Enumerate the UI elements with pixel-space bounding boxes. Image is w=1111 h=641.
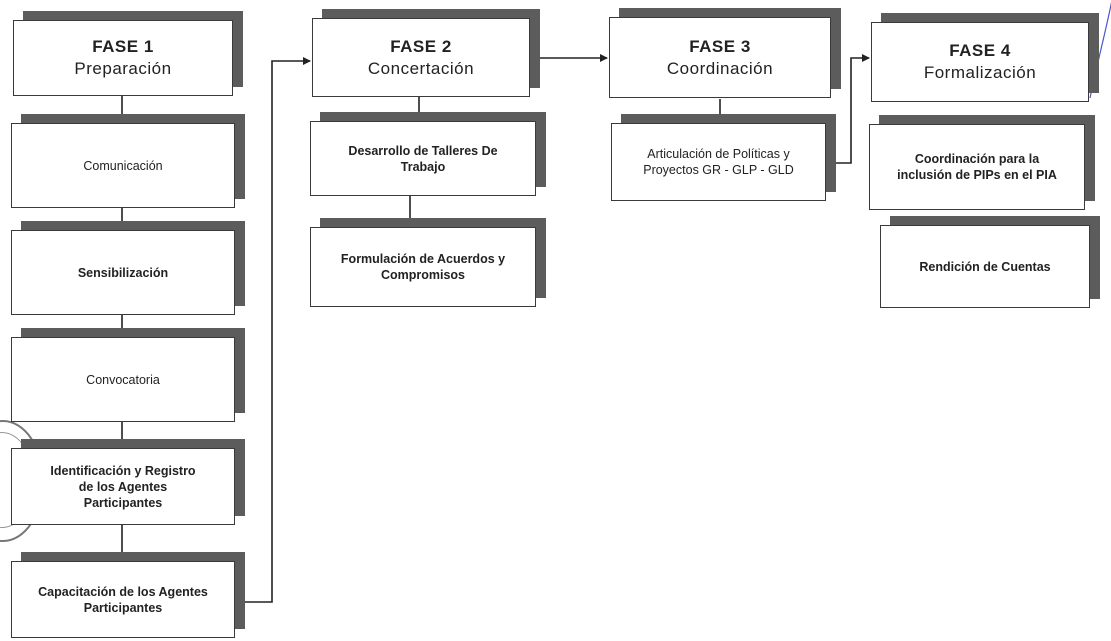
phase-1-title: FASE 1: [92, 37, 154, 56]
step-articulacion-politicas-label: Articulación de Políticas y Proyectos GR…: [643, 147, 794, 177]
step-sensibilizacion-label: Sensibilización: [77, 265, 169, 280]
pen-mark: [1089, 1, 1111, 99]
step-convocatoria-label: Convocatoria: [86, 372, 160, 387]
step-desarrollo-talleres-label: Desarrollo de Talleres De Trabajo: [348, 143, 498, 174]
step-formulacion-acuerdos-label: Formulación de Acuerdos y Compromisos: [340, 252, 506, 282]
phase-4-title: FASE 4: [949, 41, 1011, 60]
step-desarrollo-talleres: Desarrollo de Talleres De Trabajo: [310, 121, 536, 196]
phase-3-box: FASE 3 Coordinación: [609, 17, 831, 98]
arrow-capacitacion-to-fase2: [234, 57, 311, 603]
step-capacitacion-label: Capacitación de los Agentes Participante…: [38, 584, 208, 615]
step-formulacion-acuerdos: Formulación de Acuerdos y Compromisos: [310, 227, 536, 307]
step-identificacion-registro: Identificación y Registro de los Agentes…: [11, 448, 235, 525]
step-convocatoria: Convocatoria: [11, 337, 235, 422]
arrow-articulacion-to-fase4: [826, 54, 870, 164]
step-rendicion-cuentas-label: Rendición de Cuentas: [919, 259, 1051, 274]
phase-2-box: FASE 2 Concertación: [312, 18, 530, 97]
phase-1-box: FASE 1 Preparación: [13, 20, 233, 96]
phase-1-name: Preparación: [74, 59, 172, 78]
phase-3-title: FASE 3: [689, 36, 751, 56]
phase-3-name: Coordinación: [666, 58, 774, 78]
phase-2-title: FASE 2: [390, 36, 452, 56]
step-coordinacion-pips: Coordinación para la inclusión de PIPs e…: [869, 124, 1085, 210]
step-comunicacion: Comunicación: [11, 123, 235, 208]
step-coordinacion-pips-label: Coordinación para la inclusión de PIPs e…: [897, 152, 1057, 182]
step-rendicion-cuentas: Rendición de Cuentas: [880, 225, 1090, 308]
step-comunicacion-label: Comunicación: [83, 158, 163, 173]
step-identificacion-registro-label: Identificación y Registro de los Agentes…: [50, 463, 196, 510]
phase-4-box: FASE 4 Formalización: [871, 22, 1089, 102]
step-articulacion-politicas: Articulación de Políticas y Proyectos GR…: [611, 123, 826, 201]
phase-4-name: Formalización: [923, 63, 1037, 82]
step-sensibilizacion: Sensibilización: [11, 230, 235, 315]
step-capacitacion: Capacitación de los Agentes Participante…: [11, 561, 235, 638]
phase-2-name: Concertación: [367, 58, 475, 78]
